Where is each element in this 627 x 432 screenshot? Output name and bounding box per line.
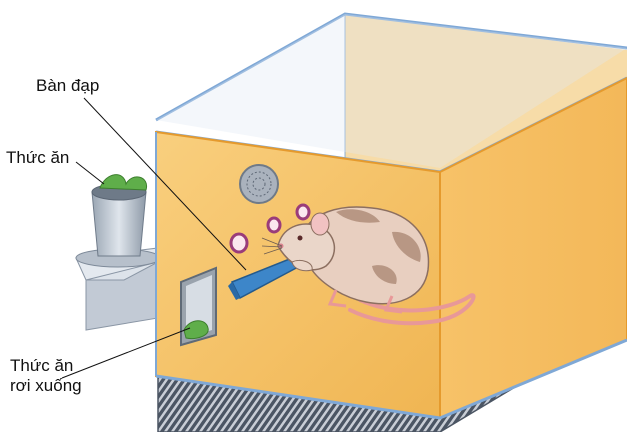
fallen-food-label-line1: Thức ăn (10, 356, 82, 376)
pedal-label: Bàn đạp (36, 76, 99, 96)
fallen-food-label-line2: rơi xuống (10, 376, 82, 396)
speaker-icon (240, 165, 278, 203)
fallen-food-label: Thức ăn rơi xuống (10, 356, 82, 396)
rat-ear (311, 213, 329, 235)
food-leaves-icon (100, 175, 147, 190)
food-chute (181, 268, 216, 345)
food-label: Thức ăn (6, 148, 69, 168)
food-leader-line (76, 162, 104, 184)
food-cup (76, 175, 160, 267)
rat-eye (298, 236, 303, 241)
